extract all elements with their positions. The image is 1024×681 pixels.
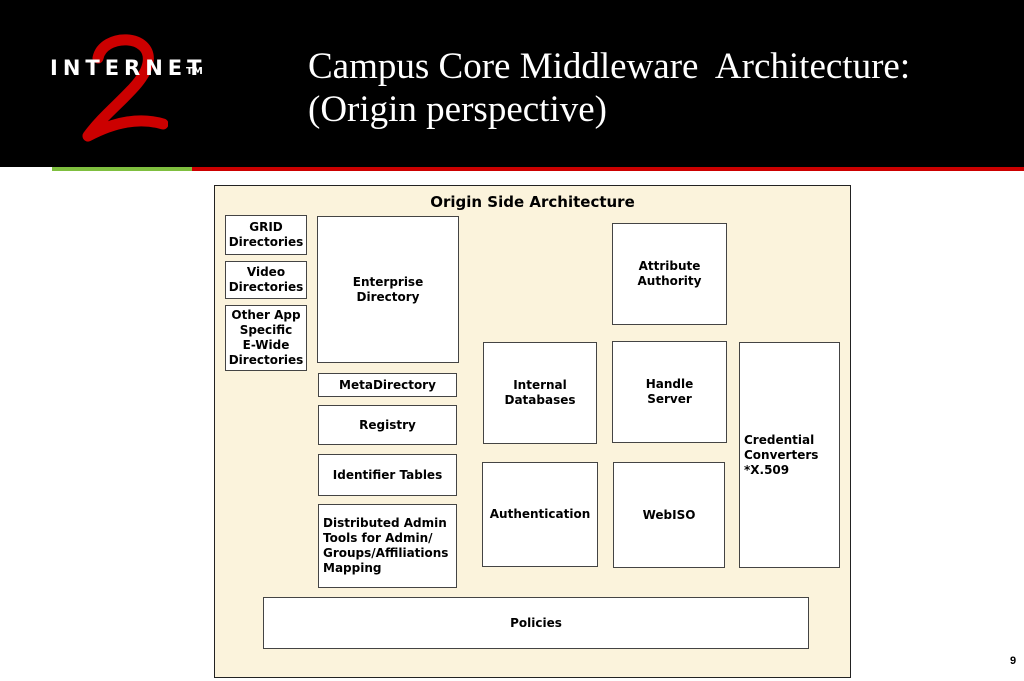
handle-server-box: Handle Server [612, 341, 727, 443]
internet2-logo: INTERNET TM [40, 20, 230, 142]
attribute-authority-box: Attribute Authority [612, 223, 727, 325]
logo-trademark: TM [186, 66, 203, 77]
slide-header: INTERNET TM Campus Core Middleware Archi… [0, 0, 1024, 167]
registry-box: Registry [318, 405, 457, 445]
identifier-tables-box: Identifier Tables [318, 454, 457, 496]
header-accent-red [192, 167, 1024, 171]
page-number: 9 [1010, 655, 1017, 667]
authentication-box: Authentication [482, 462, 598, 567]
distributed-admin-tools-box: Distributed Admin Tools for Admin/ Group… [318, 504, 457, 588]
metadirectory-box: MetaDirectory [318, 373, 457, 397]
webiso-box: WebISO [613, 462, 725, 568]
other-app-directories-box: Other App Specific E-Wide Directories [225, 305, 307, 371]
diagram-title: Origin Side Architecture [430, 193, 635, 211]
slide-title: Campus Core Middleware Architecture: (Or… [308, 46, 911, 130]
internal-databases-box: Internal Databases [483, 342, 597, 444]
enterprise-directory-box: Enterprise Directory [317, 216, 459, 363]
architecture-diagram: Origin Side Architecture GRID Directorie… [214, 185, 851, 678]
logo-wordmark: INTERNET [50, 56, 207, 80]
logo-two-numeral [82, 34, 168, 142]
header-accent-green [52, 167, 192, 171]
grid-directories-box: GRID Directories [225, 215, 307, 255]
policies-box: Policies [263, 597, 809, 649]
video-directories-box: Video Directories [225, 261, 307, 299]
credential-converters-box: Credential Converters *X.509 [739, 342, 840, 568]
